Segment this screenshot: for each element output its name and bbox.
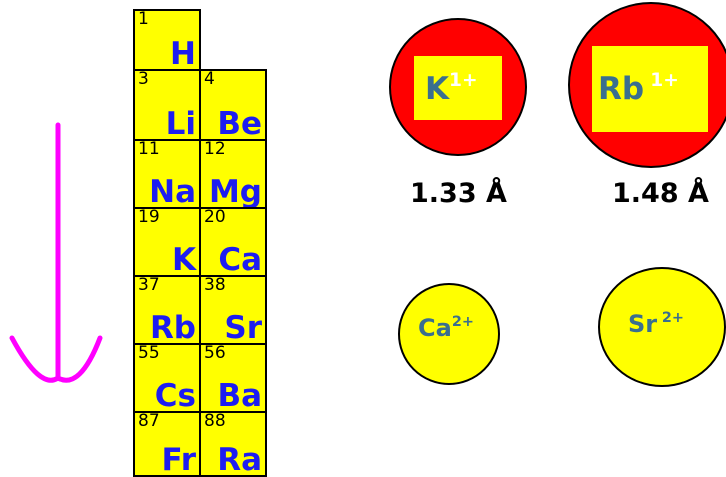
ion-rb-label: Rb 1+	[598, 70, 679, 107]
ion-k-label: K1+	[425, 70, 478, 107]
element-cell-ba: 56 Ba	[199, 343, 267, 413]
ion-ca-circle	[398, 283, 500, 385]
ion-charge: 2+	[661, 310, 684, 326]
ion-symbol: Ca	[418, 314, 452, 343]
atomic-number: 37	[138, 275, 160, 295]
ion-symbol: K	[425, 71, 450, 108]
atomic-number: 19	[138, 207, 160, 227]
element-symbol: Rb	[149, 310, 196, 345]
element-symbol: Ca	[218, 242, 262, 277]
ion-sr-circle	[598, 267, 726, 387]
element-cell-fr: 87 Fr	[133, 411, 201, 477]
ion-symbol: Rb	[598, 71, 645, 108]
ion-symbol: Sr	[628, 310, 658, 339]
element-cell-na: 11 Na	[133, 139, 201, 209]
ion-sr-label: Sr 2+	[628, 310, 684, 338]
atomic-number: 55	[138, 343, 160, 363]
ion-charge: 2+	[451, 314, 474, 330]
ion-k-box	[414, 56, 502, 120]
atomic-number: 3	[138, 69, 149, 89]
element-cell-be: 4 Be	[199, 69, 267, 141]
ion-charge: 1+	[449, 70, 478, 91]
atomic-number: 4	[204, 69, 215, 89]
ion-charge: 1+	[650, 70, 679, 91]
element-symbol: Sr	[224, 310, 262, 345]
atomic-number: 87	[138, 411, 160, 431]
atomic-number: 12	[204, 139, 226, 159]
element-symbol: H	[170, 36, 196, 71]
atomic-number: 11	[138, 139, 160, 159]
element-cell-cs: 55 Cs	[133, 343, 201, 413]
atomic-number: 56	[204, 343, 226, 363]
ion-k-radius: 1.33 Å	[410, 178, 507, 209]
element-cell-rb: 37 Rb	[133, 275, 201, 345]
down-arrow-icon	[9, 122, 103, 383]
element-symbol: Fr	[161, 442, 196, 477]
ion-rb-radius: 1.48 Å	[612, 178, 709, 209]
element-cell-sr: 38 Sr	[199, 275, 267, 345]
element-symbol: Ba	[217, 378, 262, 413]
element-cell-h: 1 H	[133, 9, 201, 71]
ion-ca-label: Ca2+	[418, 314, 474, 342]
atomic-number: 20	[204, 207, 226, 227]
atomic-number: 1	[138, 9, 149, 29]
atomic-number: 88	[204, 411, 226, 431]
element-symbol: Ra	[217, 442, 262, 477]
element-cell-k: 19 K	[133, 207, 201, 277]
atomic-number: 38	[204, 275, 226, 295]
element-symbol: Li	[165, 106, 196, 141]
element-symbol: Cs	[154, 378, 196, 413]
element-symbol: Be	[217, 106, 262, 141]
element-symbol: Na	[149, 174, 196, 209]
element-symbol: K	[171, 242, 196, 277]
element-symbol: Mg	[208, 174, 262, 209]
element-cell-li: 3 Li	[133, 69, 201, 141]
element-cell-ra: 88 Ra	[199, 411, 267, 477]
ion-rb-box	[592, 46, 708, 132]
element-cell-mg: 12 Mg	[199, 139, 267, 209]
element-cell-ca: 20 Ca	[199, 207, 267, 277]
